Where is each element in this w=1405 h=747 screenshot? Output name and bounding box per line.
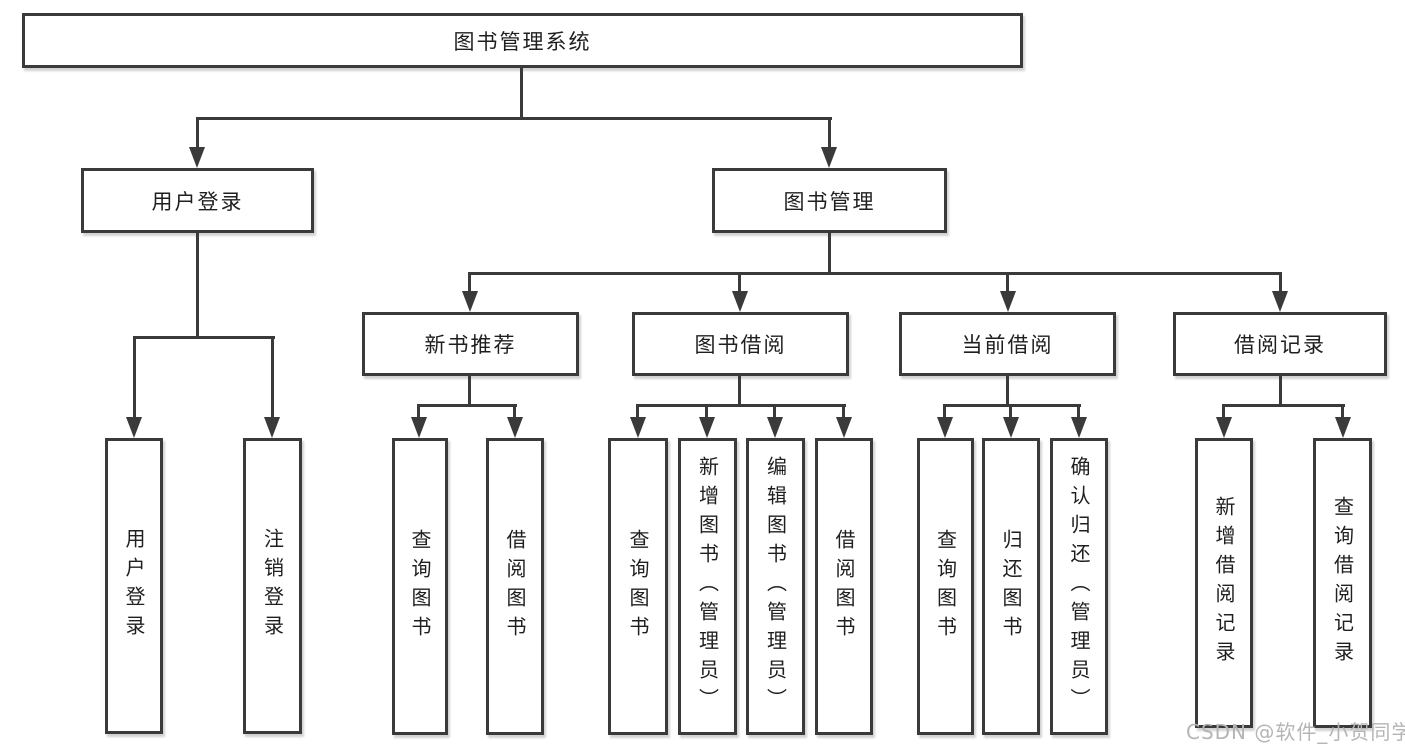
arrow-down-icon — [264, 417, 280, 438]
node-borrow-books-newrec: 借阅图书 — [486, 438, 544, 735]
arrow-down-icon — [699, 417, 715, 438]
node-user-login-label: 用户登录 — [122, 528, 146, 644]
arrow-down-icon — [821, 147, 837, 168]
connector-hline — [636, 404, 846, 407]
connector-vline — [1077, 406, 1080, 419]
connector-vline — [520, 68, 523, 120]
node-new-book-recommendation: 新书推荐 — [362, 312, 579, 376]
node-borrow-books-borrowing-label: 借阅图书 — [832, 528, 856, 645]
arrow-down-icon — [937, 417, 953, 438]
arrow-down-icon — [462, 291, 478, 312]
connector-hline — [468, 272, 1282, 275]
node-logout: 注销登录 — [243, 438, 302, 734]
connector-vline — [417, 406, 420, 419]
node-add-borrow-record: 新增借阅记录 — [1195, 438, 1253, 728]
node-library-management-system: 图书管理系统 — [22, 13, 1023, 68]
connector-vline — [133, 338, 136, 418]
arrow-down-icon — [411, 417, 427, 438]
arrow-down-icon — [507, 417, 523, 438]
connector-hline — [943, 404, 1081, 407]
connector-vline — [738, 376, 741, 406]
arrow-down-icon — [189, 147, 205, 168]
arrow-down-icon — [767, 417, 783, 438]
arrow-down-icon — [1000, 291, 1016, 312]
connector-vline — [636, 406, 639, 419]
arrow-down-icon — [630, 417, 646, 438]
arrow-down-icon — [1335, 417, 1351, 438]
arrow-down-icon — [1216, 417, 1232, 438]
connector-vline — [842, 406, 845, 419]
connector-hline — [1222, 404, 1345, 407]
arrow-down-icon — [1272, 291, 1288, 312]
node-add-borrow-record-label: 新增借阅记录 — [1212, 496, 1236, 670]
node-query-books-borrowing: 查询图书 — [608, 438, 668, 735]
node-book-borrowing: 图书借阅 — [632, 312, 849, 376]
connector-vline — [705, 406, 708, 419]
connector-vline — [196, 233, 199, 338]
connector-vline — [828, 119, 831, 149]
connector-hline — [196, 117, 832, 120]
connector-vline — [1341, 406, 1344, 419]
connector-vline — [1006, 274, 1009, 292]
arrow-down-icon — [1003, 417, 1019, 438]
node-query-books-newrec-label: 查询图书 — [408, 528, 432, 645]
arrow-down-icon — [836, 417, 852, 438]
connector-vline — [943, 406, 946, 419]
connector-hline — [417, 404, 517, 407]
connector-vline — [468, 376, 471, 406]
connector-vline — [271, 338, 274, 418]
arrow-down-icon — [126, 417, 142, 438]
node-query-borrow-record-label: 查询借阅记录 — [1330, 496, 1355, 670]
node-borrow-books-borrowing: 借阅图书 — [815, 438, 873, 735]
connector-vline — [1006, 376, 1009, 406]
node-logout-label: 注销登录 — [260, 528, 285, 644]
node-current-borrowing: 当前借阅 — [899, 312, 1116, 376]
node-edit-book-admin-label: 编辑图书（管理员） — [763, 456, 788, 717]
connector-vline — [1279, 376, 1282, 406]
connector-vline — [513, 406, 516, 419]
node-add-book-admin-label: 新增图书（管理员） — [695, 456, 720, 717]
node-borrow-books-newrec-label: 借阅图书 — [503, 528, 527, 645]
watermark: CSDN @软件_小贺同学 — [1186, 720, 1405, 744]
node-return-books-label: 归还图书 — [999, 528, 1023, 645]
node-query-books-newrec: 查询图书 — [392, 438, 448, 735]
node-user-login: 用户登录 — [105, 438, 163, 734]
node-return-books: 归还图书 — [982, 438, 1040, 735]
node-query-books-current-label: 查询图书 — [933, 528, 958, 645]
connector-vline — [738, 274, 741, 292]
node-query-books-current: 查询图书 — [917, 438, 974, 735]
node-query-borrow-record: 查询借阅记录 — [1313, 438, 1372, 728]
node-borrowing-records: 借阅记录 — [1173, 312, 1387, 376]
arrow-down-icon — [1071, 417, 1087, 438]
node-edit-book-admin: 编辑图书（管理员） — [746, 438, 805, 735]
connector-vline — [1279, 274, 1282, 292]
node-confirm-return-admin-label: 确认归还（管理员） — [1067, 456, 1091, 717]
connector-vline — [1009, 406, 1012, 419]
connector-vline — [828, 233, 831, 274]
arrow-down-icon — [732, 291, 748, 312]
node-user-login-module: 用户登录 — [81, 168, 314, 233]
connector-vline — [1222, 406, 1225, 419]
connector-vline — [468, 274, 471, 292]
connector-hline — [133, 336, 275, 339]
node-add-book-admin: 新增图书（管理员） — [678, 438, 737, 735]
connector-vline — [196, 119, 199, 149]
node-book-management: 图书管理 — [712, 168, 947, 233]
node-confirm-return-admin: 确认归还（管理员） — [1050, 438, 1108, 735]
connector-vline — [773, 406, 776, 419]
node-query-books-borrowing-label: 查询图书 — [626, 528, 650, 645]
